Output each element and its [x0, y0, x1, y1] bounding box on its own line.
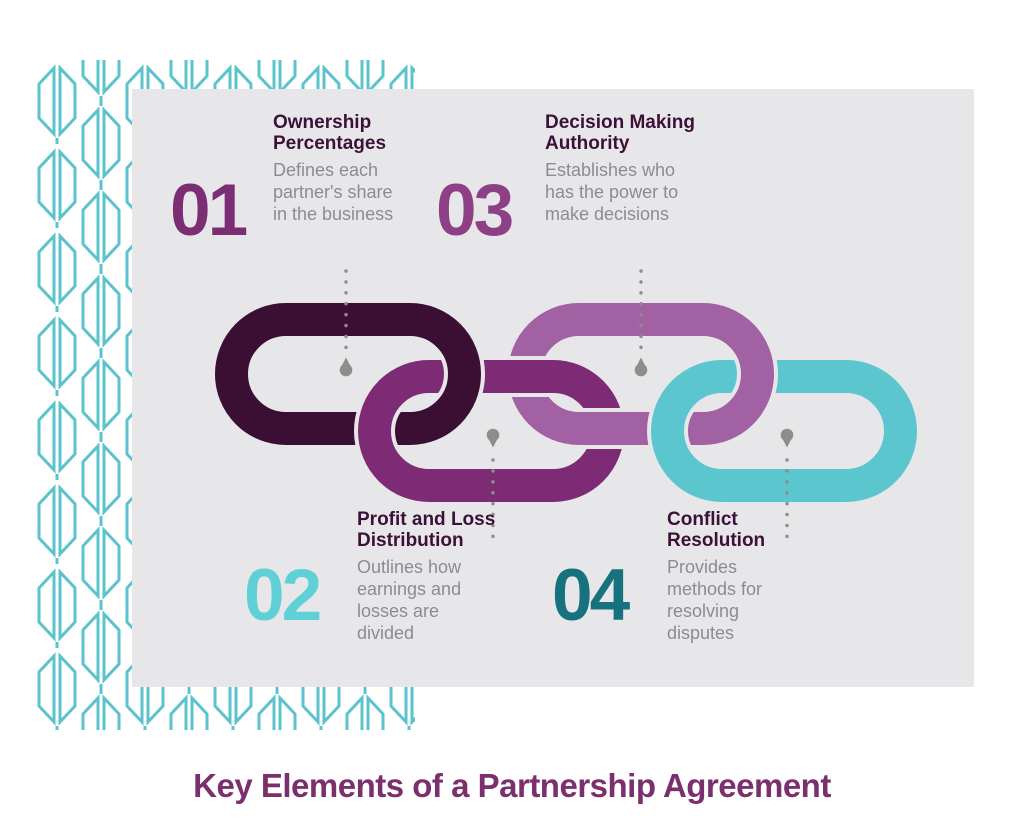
connector-item-3: [634, 269, 648, 377]
item-1-description: Defines each partner's share in the busi…: [273, 160, 394, 224]
infographic-title: Key Elements of a Partnership Agreement: [193, 767, 831, 804]
item-2-title: Profit and Loss Distribution: [357, 509, 496, 551]
item-3-number: 03: [436, 170, 514, 251]
connector-item-2: [486, 428, 500, 540]
item-2-number: 02: [244, 555, 322, 636]
item-2-text: Profit and Loss Distribution Outlines ho…: [357, 509, 507, 644]
item-3-text: Decision Making Authority Establishes wh…: [545, 112, 705, 225]
connector-item-1: [339, 269, 353, 377]
item-2-description: Outlines how earnings and losses are div…: [357, 557, 462, 643]
item-4-description: Provides methods for resolving disputes: [667, 557, 763, 643]
item-3-title: Decision Making Authority: [545, 112, 695, 154]
item-1-number: 01: [170, 170, 248, 251]
chain-link-4: [647, 356, 921, 506]
item-3-description: Establishes who has the power to make de…: [545, 160, 679, 224]
item-4-number: 04: [552, 555, 630, 636]
item-1-title: Ownership Percentages: [273, 112, 387, 154]
item-4-text: Conflict Resolution Provides methods for…: [667, 509, 782, 644]
item-4-title: Conflict Resolution: [667, 509, 766, 551]
chain-overlap-3-over-4: [726, 349, 778, 403]
chain-overlap-1-over-2: [433, 349, 485, 403]
item-1-text: Ownership Percentages Defines each partn…: [273, 112, 423, 225]
connector-item-4: [780, 428, 794, 540]
